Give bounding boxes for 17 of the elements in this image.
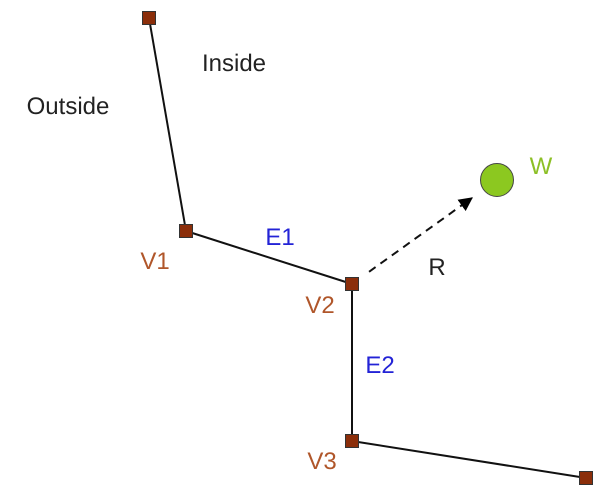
vertex-marker xyxy=(142,11,156,25)
polygon-edge xyxy=(192,232,346,283)
point-label: W xyxy=(530,154,552,180)
polygon-edge xyxy=(351,291,353,434)
vertex-marker xyxy=(345,277,359,291)
point-circle xyxy=(480,163,514,197)
region-label: Outside xyxy=(26,94,110,120)
vertex-label: V2 xyxy=(305,293,335,319)
vertex-marker xyxy=(179,224,193,238)
polygon-edge xyxy=(149,24,186,224)
vertex-label: V1 xyxy=(140,249,170,275)
vertex-marker xyxy=(579,471,593,485)
region-label: Inside xyxy=(202,51,266,77)
vertex-marker xyxy=(345,434,359,448)
polygon-edge xyxy=(358,441,580,478)
vertex-label: V3 xyxy=(307,449,337,475)
ray-arrow xyxy=(368,197,473,273)
